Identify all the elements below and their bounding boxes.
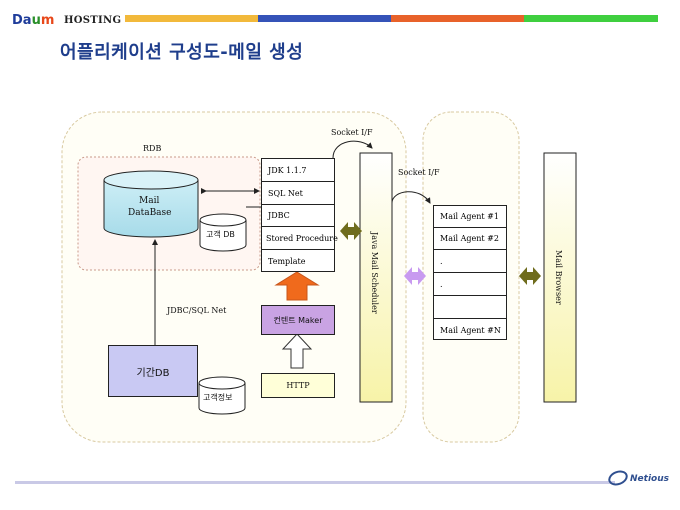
stack-item-jdbc: JDBC <box>262 205 334 227</box>
scheduler-column <box>359 152 393 403</box>
hosting-label: HOSTING <box>64 15 122 26</box>
daum-logo: Daum <box>12 13 54 29</box>
jdbc-sqlnet-label: JDBC/SQL Net <box>167 306 227 315</box>
netious-brand: Netious <box>630 474 669 484</box>
header-bar-1 <box>125 15 258 22</box>
header-bar-3 <box>391 15 524 22</box>
olive-arrow-2 <box>519 267 541 285</box>
mail-agents-list: Mail Agent #1 Mail Agent #2 . . Mail Age… <box>433 205 507 340</box>
mail-db-line-1: Mail <box>139 196 160 206</box>
mail-agent-2: Mail Agent #2 <box>434 228 506 250</box>
purple-arrow <box>404 267 426 285</box>
header-bar-4 <box>524 15 658 22</box>
mail-db-line-2: DataBase <box>128 208 172 218</box>
source-db-label: 기간DB <box>136 367 170 379</box>
socket-if-label-2: Socket I/F <box>398 168 440 177</box>
tech-stack: JDK 1.1.7 SQL Net JDBC Stored Procedure … <box>261 158 338 272</box>
olive-arrow-1 <box>340 222 362 240</box>
scheduler-label: Java Mail Scheduler <box>370 232 379 314</box>
socket-curve-1 <box>332 140 373 159</box>
mail-database-cylinder <box>103 170 199 238</box>
logo-part-3: m <box>40 13 55 28</box>
page-title: 어플리케이션 구성도-메일 생성 <box>60 42 304 63</box>
logo-part-1: Da <box>12 13 32 28</box>
footer-line <box>15 481 615 484</box>
socket-if-label-1: Socket I/F <box>331 128 373 137</box>
stack-item-stored-procedure: Stored Procedure <box>262 227 338 250</box>
mail-agent-ellipsis-3 <box>434 296 506 319</box>
mail-agent-1: Mail Agent #1 <box>434 206 506 228</box>
stack-item-template: Template <box>268 257 306 266</box>
stack-item-jdk: JDK 1.1.7 <box>262 159 334 182</box>
browser-column <box>543 152 577 403</box>
browser-label: Mail Browser <box>554 250 563 305</box>
logo-part-2: u <box>31 13 41 28</box>
socket-curve-2 <box>391 191 431 204</box>
mail-agent-ellipsis-2: . <box>434 273 506 296</box>
header-bar-2 <box>258 15 391 22</box>
content-maker-box: 컨텐트 Maker <box>261 305 335 335</box>
stack-item-sqlnet: SQL Net <box>262 182 334 205</box>
rdb-label: RDB <box>143 144 162 153</box>
customer-db-label: 고객 DB <box>206 230 235 239</box>
customer-info-label: 고객정보 <box>203 393 233 402</box>
content-maker-label: 컨텐트 Maker <box>273 315 323 325</box>
orange-up-arrow <box>274 271 320 301</box>
outline-up-arrow <box>281 333 313 369</box>
netious-logo-icon <box>608 470 628 486</box>
http-label: HTTP <box>286 381 310 390</box>
customer-info-cylinder <box>198 376 246 415</box>
mail-agent-n: Mail Agent #N <box>440 325 501 335</box>
customer-db-cylinder <box>199 213 247 252</box>
http-box: HTTP <box>261 373 335 398</box>
mail-agent-ellipsis-1: . <box>434 250 506 273</box>
source-db-box: 기간DB <box>108 345 198 397</box>
